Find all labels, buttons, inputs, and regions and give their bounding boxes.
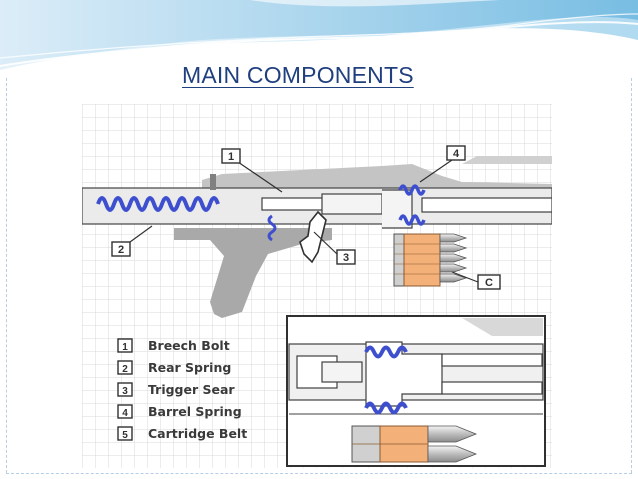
legend-number: 4 [122, 408, 128, 419]
rear-spring [96, 196, 220, 212]
inset-barrel-spring-lower [364, 401, 408, 415]
legend: 1 Breech Bolt 2 Rear Spring 3 Trigger Se… [117, 338, 247, 441]
legend-number: 2 [122, 364, 128, 375]
barrel-spring-upper [398, 184, 426, 196]
sear-spring [267, 214, 277, 242]
callout-3-label: 3 [343, 252, 349, 264]
legend-item: 3 Trigger Sear [117, 382, 235, 397]
legend-label: Cartridge Belt [148, 426, 247, 441]
callout-1-label: 1 [228, 151, 234, 163]
legend-item: 2 Rear Spring [117, 360, 231, 375]
legend-item: 1 Breech Bolt [117, 338, 230, 353]
callout-c: C [477, 274, 501, 290]
callout-leaders [129, 159, 479, 283]
legend-number: 3 [122, 386, 128, 397]
callout-3: 3 [336, 249, 356, 265]
gun-mechanism-diagram: 1 2 3 4 C [82, 104, 552, 468]
frame-border-bottom [6, 473, 632, 474]
callout-4: 4 [446, 145, 466, 161]
callout-c-label: C [485, 277, 493, 289]
callout-2: 2 [111, 241, 131, 257]
legend-label: Rear Spring [148, 360, 231, 375]
header-wave-decoration [0, 0, 638, 70]
frame-border-right [631, 78, 632, 473]
legend-label: Breech Bolt [148, 338, 230, 353]
inset-barrel-spring-upper [364, 345, 408, 359]
callout-2-label: 2 [118, 244, 124, 256]
legend-item: 5 Cartridge Belt [117, 426, 247, 441]
barrel-spring-lower [398, 214, 426, 226]
trigger-sear [299, 210, 327, 264]
legend-number: 5 [122, 430, 128, 441]
callout-1: 1 [221, 148, 241, 164]
callout-4-label: 4 [453, 148, 460, 160]
cartridge-stack [393, 233, 468, 287]
frame-border-left [6, 78, 7, 473]
slide-title: MAIN COMPONENTS [182, 62, 414, 88]
inset-cartridges [351, 425, 478, 463]
legend-label: Barrel Spring [148, 404, 242, 419]
legend-number: 1 [122, 342, 128, 353]
legend-item: 4 Barrel Spring [117, 404, 242, 419]
pistol-grip [174, 228, 332, 318]
legend-label: Trigger Sear [148, 382, 235, 397]
